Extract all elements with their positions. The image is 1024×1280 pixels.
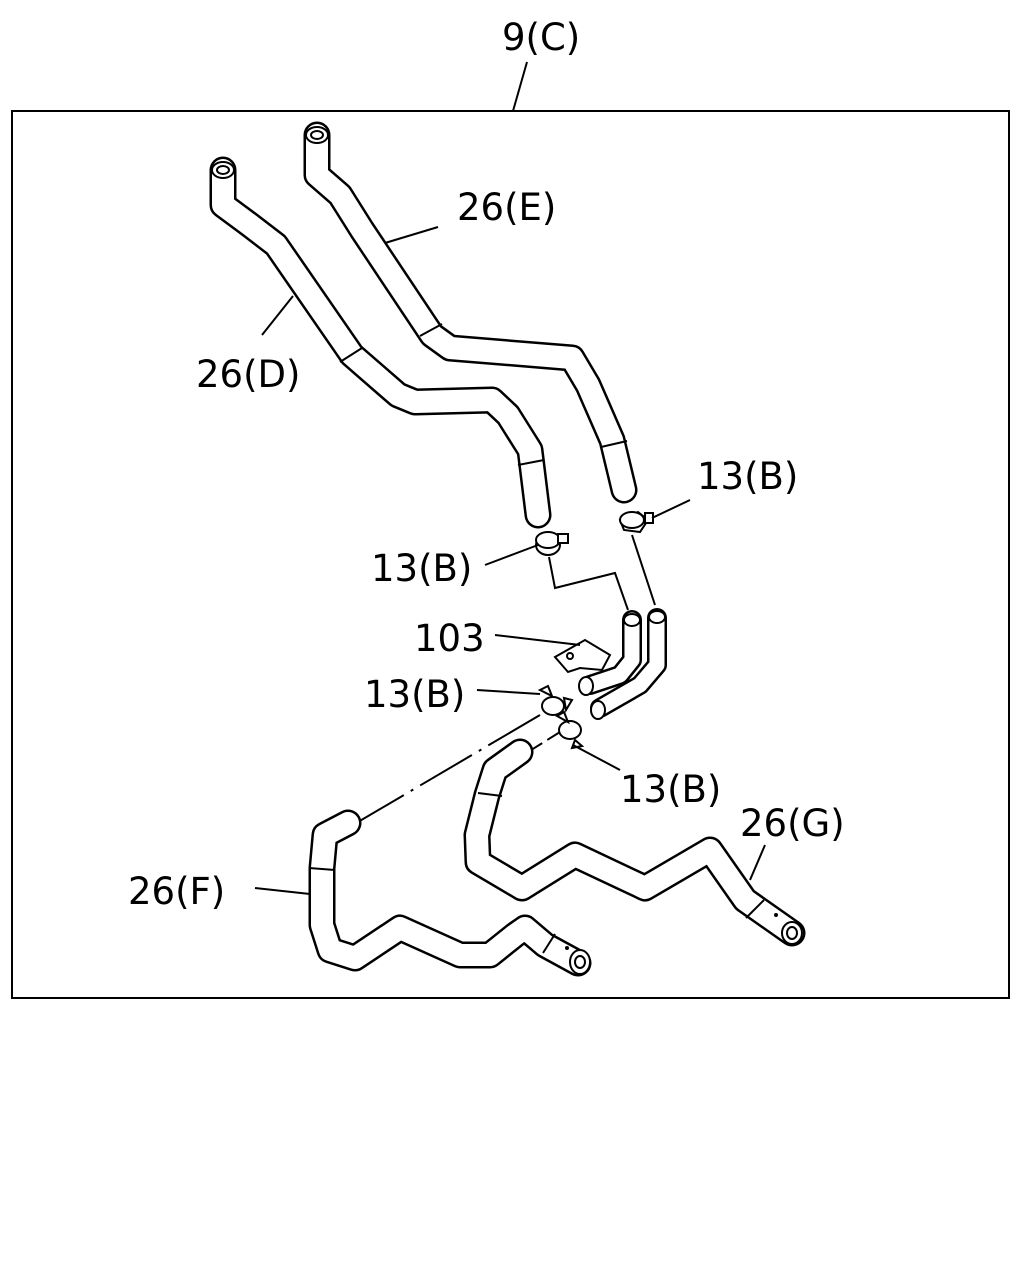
label-13b-upper-right: 13(B) — [697, 455, 798, 498]
leader-26g — [749, 844, 766, 881]
label-13b-lower-right: 13(B) — [620, 768, 721, 811]
label-26g: 26(G) — [740, 802, 845, 845]
clamp-13b-lower-right[interactable] — [554, 710, 585, 750]
label-9c: 9(C) — [502, 16, 580, 59]
bracket-103[interactable] — [553, 638, 612, 674]
leader-26e — [384, 226, 439, 244]
label-13b-upper-left: 13(B) — [371, 547, 472, 590]
hose-26f[interactable] — [308, 809, 592, 977]
label-26d: 26(D) — [196, 353, 300, 396]
label-13b-lower-left: 13(B) — [364, 673, 465, 716]
hose-26d[interactable] — [209, 156, 552, 529]
clamp-13b-lower-left[interactable] — [537, 684, 574, 716]
assembly-frame — [11, 110, 1010, 999]
clamp-13b-upper-right[interactable] — [618, 510, 654, 534]
leader-9c — [512, 61, 528, 112]
leader-26d — [261, 295, 294, 336]
leader-13b-lower-left — [476, 689, 541, 695]
heater-pipe-assembly[interactable] — [578, 608, 667, 720]
leader-13b-upper-left — [484, 544, 539, 566]
clamp-13b-upper-left[interactable] — [535, 531, 569, 556]
hose-26g[interactable] — [463, 738, 806, 947]
leader-103 — [494, 634, 581, 646]
label-26e: 26(E) — [457, 186, 556, 229]
leader-26f — [254, 887, 311, 895]
leader-13b-upper-right — [651, 499, 691, 519]
label-26f: 26(F) — [128, 870, 225, 913]
assembly-path-right — [631, 534, 656, 606]
assembly-path-left — [548, 556, 629, 611]
leader-13b-lower-right — [572, 744, 621, 771]
assembly-line-26f — [357, 714, 541, 823]
label-103: 103 — [414, 617, 485, 660]
assembly-line-26g — [527, 731, 561, 753]
hose-26e[interactable] — [303, 121, 638, 504]
